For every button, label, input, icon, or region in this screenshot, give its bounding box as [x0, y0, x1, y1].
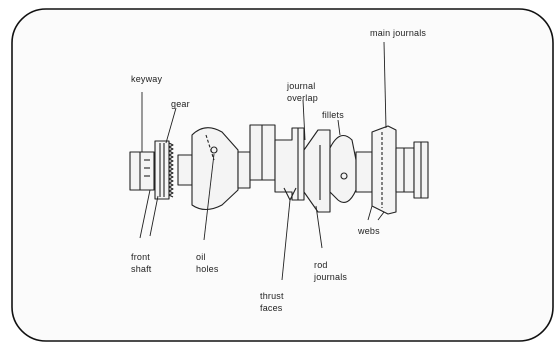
leader-front-shaft-2 [149, 195, 159, 237]
label-webs: webs [358, 226, 380, 236]
label-front-shaft-line1: front [131, 252, 151, 262]
leader-thrust-faces [281, 199, 291, 281]
label-gear: gear [171, 99, 190, 109]
label-rod-journals-line2: journals [314, 272, 348, 282]
gear-teeth [168, 142, 174, 198]
leader-gear [165, 107, 177, 144]
front-shaft-body [129, 151, 155, 191]
label-thrust-faces-line1: thrust [260, 291, 284, 301]
label-fillets: fillets [322, 110, 344, 120]
leader-oil-holes [203, 153, 215, 241]
leader-fillets [337, 119, 341, 136]
web-1 [191, 127, 239, 211]
leader-rod-journals [315, 205, 323, 249]
label-thrust-faces-line2: faces [260, 303, 283, 313]
leader-front-shaft [139, 189, 151, 239]
web-3 [329, 134, 357, 203]
label-main-journals: main journals [370, 28, 427, 38]
label-keyway: keyway [131, 74, 163, 84]
thrust-section [274, 127, 305, 201]
label-rod-journals-line1: rod [314, 260, 328, 270]
label-oil-holes-line1: oil [196, 252, 206, 262]
web-2 [303, 129, 331, 213]
web-4 [371, 125, 397, 215]
leader-journal-overlap [302, 99, 306, 141]
leader-webs-2 [377, 211, 385, 221]
leader-main-journals [383, 41, 387, 129]
label-journal-overlap-line1: journal [287, 81, 316, 91]
label-front-shaft-line2: shaft [131, 264, 152, 274]
label-oil-holes-line2: holes [196, 264, 219, 274]
leader-webs [367, 205, 373, 221]
label-journal-overlap-line2: overlap [287, 93, 318, 103]
gear-body [154, 140, 170, 200]
